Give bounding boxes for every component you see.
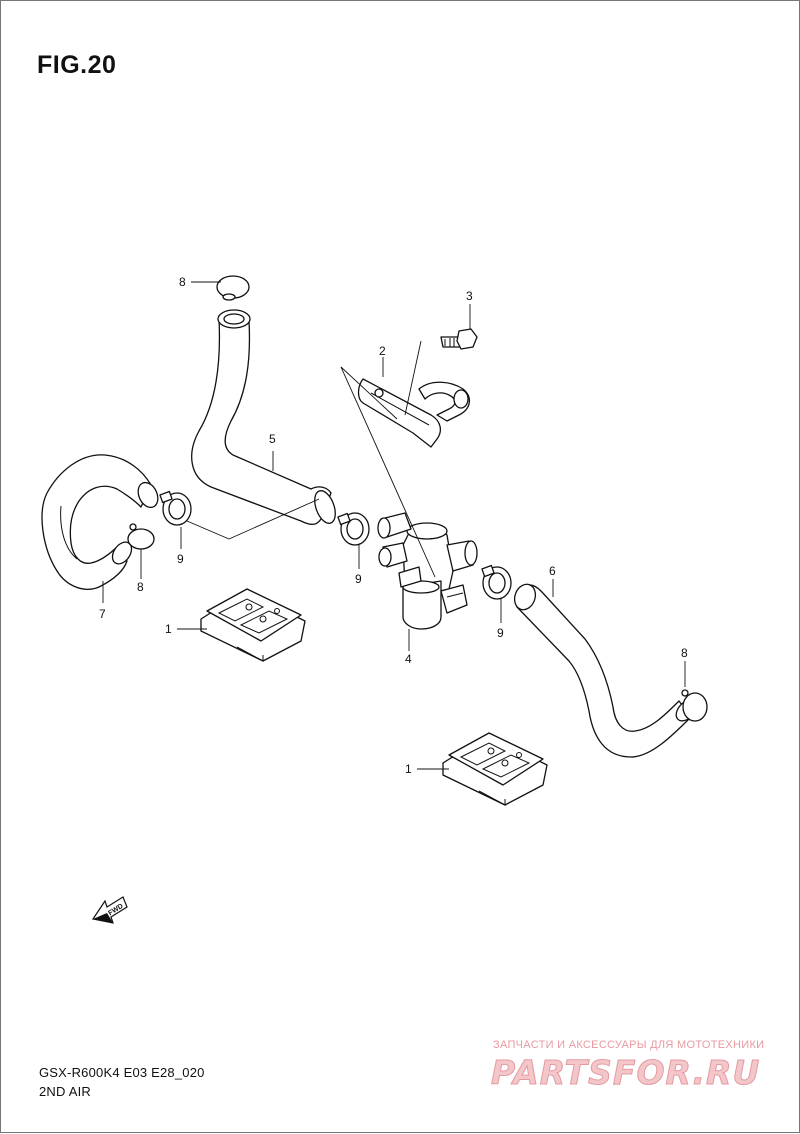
- callout-2: 2: [379, 344, 386, 358]
- leader-lines: [102, 281, 686, 770]
- callout-5: 5: [269, 432, 276, 446]
- callout-4: 4: [405, 652, 412, 666]
- watermark-logo: PARTSFOR.RU: [490, 1053, 761, 1093]
- cover-part-1-lower: [442, 732, 548, 806]
- ring-part-8-top: [216, 275, 250, 301]
- callout-7: 7: [99, 607, 106, 621]
- cover-part-1-upper: [200, 588, 306, 662]
- fwd-arrow-icon: FWD: [92, 896, 128, 924]
- hose-part-5: [191, 309, 336, 526]
- hose-part-7: [41, 454, 159, 590]
- callout-3: 3: [466, 289, 473, 303]
- clamp-part-9-left: [159, 490, 192, 526]
- callout-9-right: 9: [497, 626, 504, 640]
- callout-6: 6: [549, 564, 556, 578]
- callout-8-right: 8: [681, 646, 688, 660]
- callout-1-upper: 1: [165, 622, 172, 636]
- hose-part-6: [513, 583, 699, 758]
- clamp-part-9-middle: [337, 512, 370, 546]
- callout-1-lower: 1: [405, 762, 412, 776]
- bracket-part-2: [357, 378, 470, 448]
- valve-part-4: [377, 512, 478, 630]
- callout-8-left: 8: [137, 580, 144, 594]
- callout-8-top: 8: [179, 275, 186, 289]
- watermark-tagline: ЗАПЧАСТИ И АКСЕССУАРЫ ДЛЯ МОТОТЕХНИКИ: [493, 1039, 765, 1051]
- clamp-part-9-right: [481, 564, 512, 600]
- ring-part-8-left: [127, 523, 155, 550]
- model-code: GSX-R600K4 E03 E28_020: [39, 1065, 205, 1080]
- callout-9-middle: 9: [355, 572, 362, 586]
- ring-part-8-right: [681, 689, 708, 722]
- figure-title: FIG.20: [37, 51, 117, 79]
- callout-9-left: 9: [177, 552, 184, 566]
- section-name: 2ND AIR: [39, 1084, 91, 1099]
- bolt-part-3: [440, 328, 478, 350]
